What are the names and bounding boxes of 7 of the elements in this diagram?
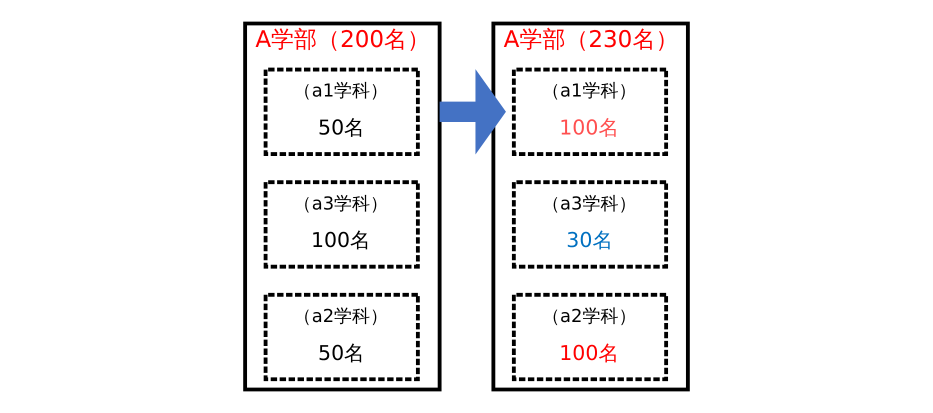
node-box: （a2学科） 50名 — [264, 292, 420, 382]
node-box: （a3学科） 30名 — [512, 180, 668, 269]
node-box: （a1学科） 100名 — [512, 68, 668, 156]
node-box: （a1学科） 50名 — [264, 68, 420, 156]
arrow — [440, 69, 506, 154]
node-box: （a3学科） 100名 — [264, 180, 420, 269]
node-box: （a2学科） 100名 — [512, 292, 668, 382]
